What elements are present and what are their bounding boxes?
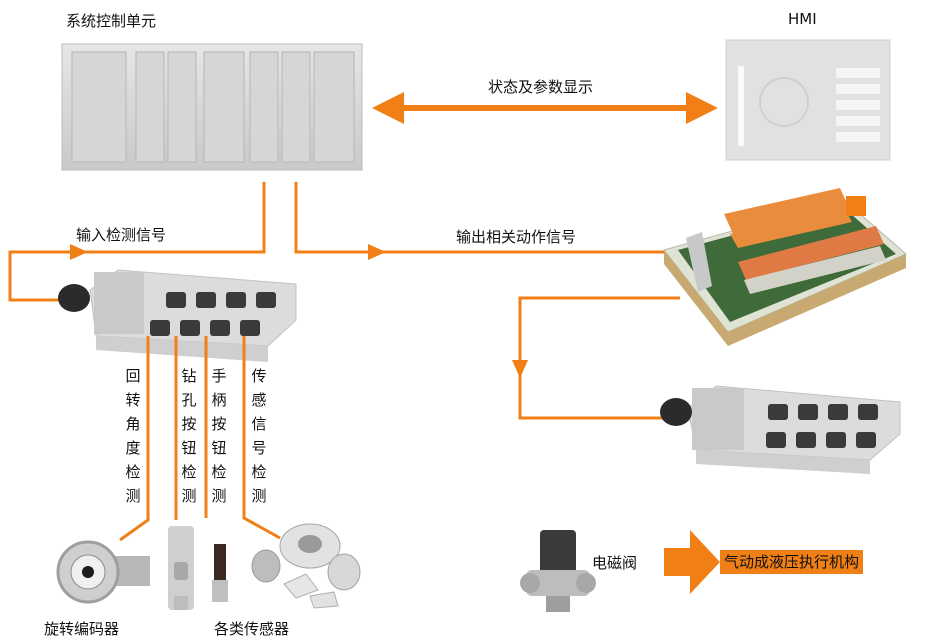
board-module-path [518, 296, 680, 420]
input-arrowhead [70, 244, 88, 260]
status-display-label: 状态及参数显示 [488, 78, 594, 96]
handle-button-label: 手柄按钮检测 [211, 367, 227, 505]
control-unit-label: 系统控制单元 [66, 12, 157, 30]
input-signal-path [8, 182, 266, 302]
hmi-label: HMI [788, 10, 817, 28]
io-module-icon-right [660, 385, 901, 474]
drill-button-label: 钻孔按钮检测 [181, 367, 197, 505]
actuator-arrow [664, 530, 720, 594]
solenoid-valve-icon [520, 530, 596, 612]
plc-rack-icon [61, 43, 363, 171]
sensors-label: 各类传感器 [214, 620, 290, 638]
output-arrowhead [368, 244, 386, 260]
hmi-panel-icon [725, 39, 891, 161]
board-module-arrowhead [512, 360, 528, 378]
status-display-arrow [372, 92, 718, 124]
rotary-encoder-icon [56, 540, 150, 604]
rotation-angle-label: 回转角度检测 [125, 367, 141, 505]
input-signal-label: 输入检测信号 [76, 226, 167, 244]
actuator-label: 气动成液压执行机构 [720, 550, 864, 574]
rotary-encoder-label: 旋转编码器 [44, 620, 120, 638]
relay-board-icon [663, 188, 907, 346]
sensor-icon [168, 523, 361, 610]
io-module-icon [58, 269, 297, 362]
port-connector-lines [119, 336, 281, 542]
sensor-signal-label: 传感信号检测 [251, 367, 267, 505]
output-signal-path [294, 182, 664, 254]
output-signal-label: 输出相关动作信号 [456, 228, 577, 246]
solenoid-valve-label: 电磁阀 [592, 554, 638, 572]
